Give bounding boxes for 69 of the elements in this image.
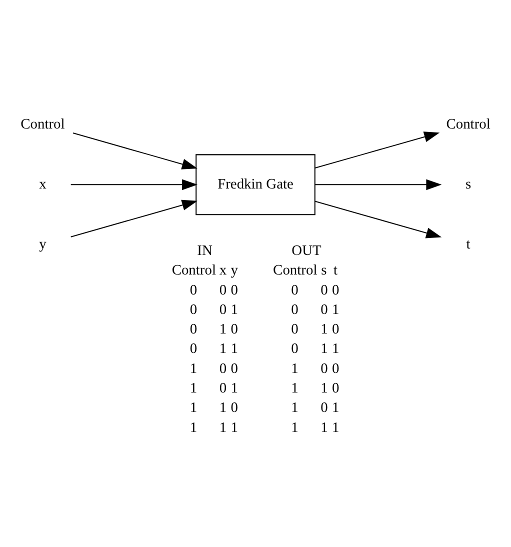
label: 0: [219, 360, 227, 376]
label: 0: [332, 282, 340, 298]
arrow: [70, 199, 198, 237]
label: Control: [273, 262, 318, 278]
label: x: [219, 262, 227, 278]
label: 0: [230, 321, 238, 338]
node-text: Control: [20, 116, 65, 132]
label: 0: [230, 400, 238, 416]
label: 0: [219, 282, 227, 298]
node-text: Control: [446, 116, 490, 132]
label: 0: [230, 282, 238, 298]
label: 0: [190, 340, 198, 357]
label: 1: [230, 301, 238, 318]
label: 0: [190, 301, 198, 318]
label: 0: [320, 301, 328, 318]
node-text: s: [465, 176, 472, 192]
arrow: [314, 178, 442, 190]
label: 1: [332, 400, 340, 416]
label: 0: [291, 301, 298, 318]
label: Control: [172, 262, 216, 278]
label: 0: [320, 282, 328, 298]
label: 1: [219, 340, 227, 357]
label: 1: [291, 419, 298, 436]
label: 0: [230, 360, 238, 376]
label: 0: [320, 400, 328, 416]
label: 0: [190, 321, 198, 338]
label: 0: [219, 380, 227, 396]
label: s: [321, 262, 327, 278]
label: 1: [332, 301, 340, 318]
label: 0: [332, 321, 340, 338]
node-text: x: [39, 176, 46, 192]
arrow: [70, 178, 198, 190]
label: 1: [291, 400, 298, 416]
label: 0: [219, 301, 227, 318]
label: y: [230, 262, 238, 278]
label: 1: [190, 400, 198, 416]
label: 1: [230, 419, 238, 436]
label: t: [333, 262, 338, 278]
arrow: [314, 200, 442, 238]
label: 1: [332, 340, 340, 357]
label: 1: [219, 321, 227, 338]
label: 0: [332, 380, 340, 396]
label: 0: [291, 321, 298, 338]
arrow: [72, 132, 198, 169]
label: 0: [291, 282, 298, 298]
node-text: y: [39, 236, 46, 252]
label: 1: [291, 360, 298, 376]
label: 1: [320, 380, 328, 396]
label: 1: [219, 400, 227, 416]
node-box: Fredkin Gate: [196, 154, 316, 215]
label: 0: [332, 360, 340, 376]
label: 1: [230, 340, 238, 357]
label: 0: [190, 282, 198, 298]
label: 1: [320, 321, 328, 338]
arrow: [314, 131, 440, 168]
label: 0: [291, 340, 298, 357]
label: 1: [190, 419, 198, 436]
label: 1: [230, 380, 238, 396]
label: OUT: [292, 242, 322, 259]
label: 1: [219, 419, 227, 436]
node-text: t: [466, 236, 470, 252]
label: 1: [190, 360, 198, 376]
label: IN: [197, 242, 212, 259]
label: 1: [332, 419, 340, 436]
label: 1: [320, 340, 328, 357]
label: 0: [320, 360, 328, 376]
label: 1: [190, 380, 198, 396]
label: 1: [291, 380, 298, 396]
label: 1: [320, 419, 328, 436]
